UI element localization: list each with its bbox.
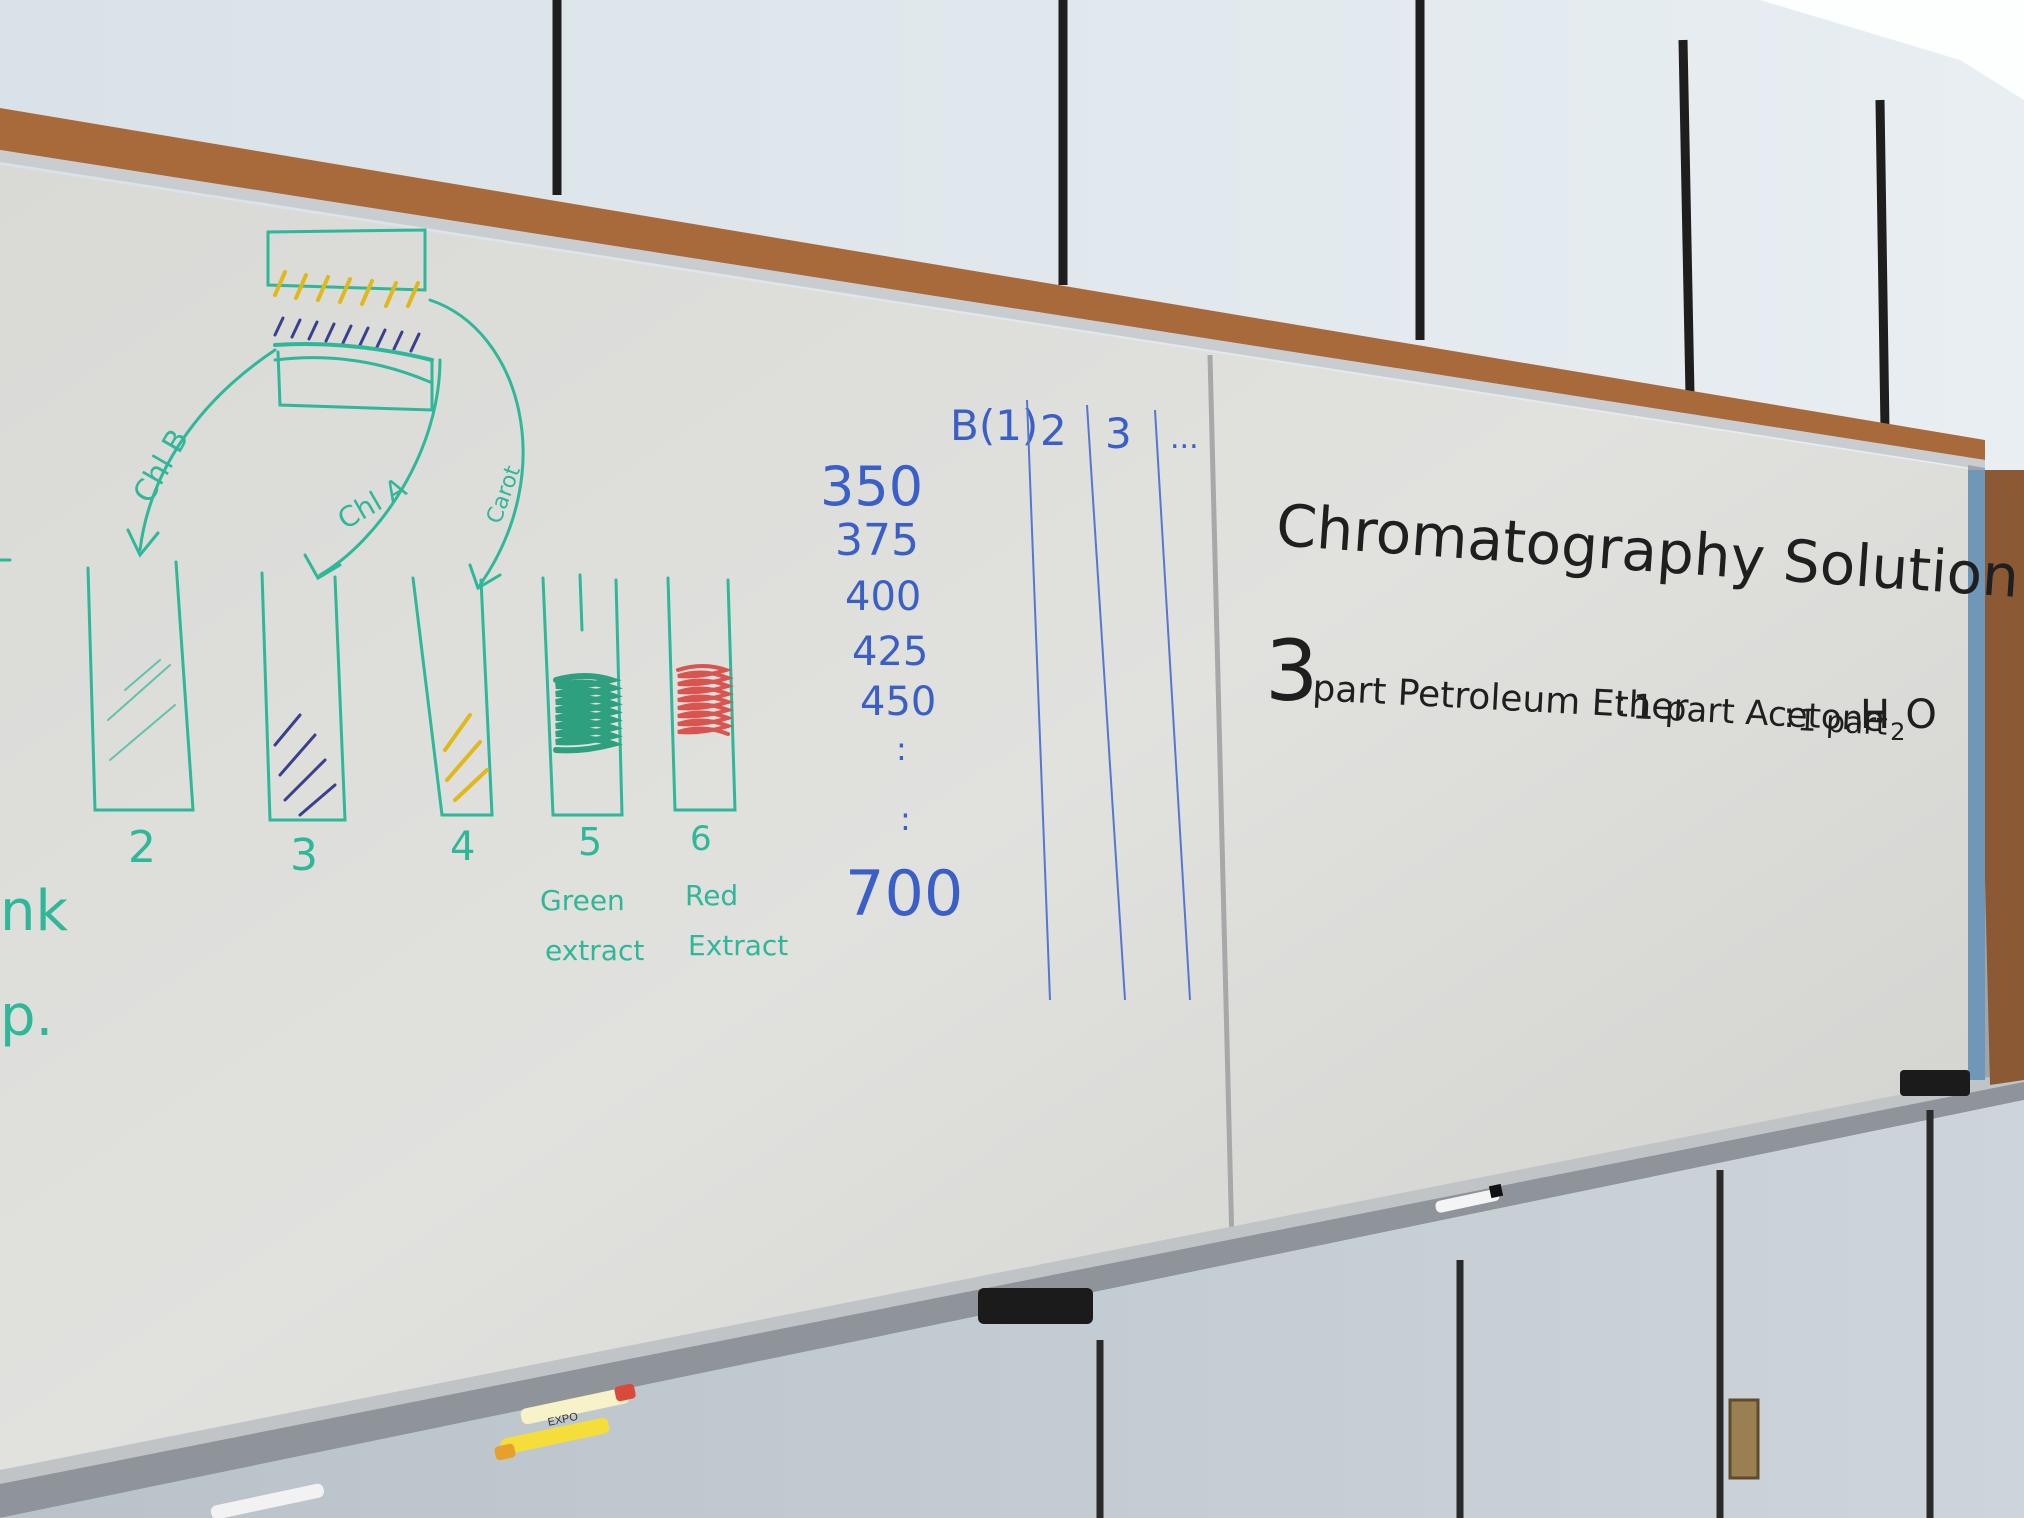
whiteboard [0, 165, 1980, 1490]
tube-number: 6 [690, 819, 712, 859]
tube-number: 2 [128, 822, 156, 873]
wavelength-value: 425 [852, 629, 928, 675]
source-paper [266, 228, 427, 292]
green-extract-caption: Green [540, 884, 625, 917]
wavelength-ellipsis: : [900, 800, 911, 838]
edge-fragment: nk [0, 879, 68, 944]
tube-3 [260, 571, 347, 822]
navy-band [273, 316, 421, 353]
red-extract-caption: Extract [688, 929, 788, 962]
wavelength-value: 450 [860, 679, 936, 725]
tube-5-fill [553, 673, 623, 754]
marker-pen [494, 1417, 610, 1461]
board-seam [1207, 354, 1235, 1246]
column-header: 2 [1040, 406, 1067, 455]
wavelength-value: 375 [835, 515, 919, 566]
tube-3-fill [273, 713, 337, 817]
chl-b-arrow [138, 348, 277, 552]
column-header: 3 [1105, 409, 1132, 458]
ratio-separator: : [1615, 683, 1627, 724]
column-header-more: ... [1170, 421, 1199, 456]
marker-pen [1435, 1183, 1504, 1213]
map-rail [0, 108, 1985, 460]
tube-4-fill [443, 713, 489, 802]
tube-6-fill [676, 664, 734, 736]
tube-number: 5 [578, 820, 602, 864]
ratio-lead: 3 [1265, 622, 1318, 720]
data-table: B(1) 2 3 ... [950, 399, 1199, 1001]
red-extract-caption: Red [685, 879, 738, 912]
chromatography-diagram [0, 228, 737, 822]
upper-panels [552, 0, 1890, 431]
wavelength-list: 350 375 400 425 450 : : 700 [820, 455, 963, 930]
wavelength-value: 700 [845, 857, 963, 930]
wavelength-value: 400 [845, 574, 921, 620]
tube-4 [411, 576, 494, 817]
h2o-formula: H2O [1860, 692, 1937, 746]
eraser [978, 1288, 1093, 1324]
edge-fragment: p. [0, 984, 53, 1049]
yellow-band [273, 270, 420, 308]
ceiling-light [1760, 0, 2024, 100]
ratio-part: 1 part [1797, 703, 1889, 743]
marker-pen [210, 1483, 325, 1518]
column-header: B(1) [950, 401, 1038, 450]
wavelength-ellipsis: : [896, 730, 907, 768]
tube-6 [666, 576, 737, 812]
green-extract-caption: extract [545, 934, 644, 967]
ratio-separator: : [1783, 695, 1795, 736]
tube-2 [86, 560, 195, 812]
tube-number: 3 [290, 830, 318, 881]
tube-number: 4 [450, 824, 475, 870]
eraser [1900, 1070, 1970, 1096]
chl-a-arrow [318, 358, 442, 577]
carot-arrow [428, 298, 525, 587]
wavelength-value: 350 [820, 455, 923, 518]
wall-outlet [1728, 1398, 1760, 1480]
